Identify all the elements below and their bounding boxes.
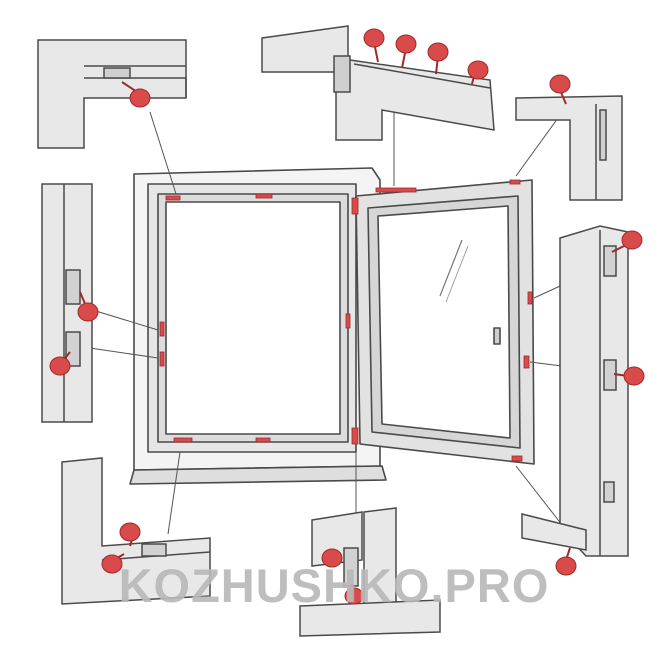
striker-icon bbox=[599, 109, 607, 161]
open-sash-glass bbox=[377, 205, 511, 439]
detail-top-left-corner bbox=[37, 39, 187, 149]
hinge-icon bbox=[333, 55, 351, 93]
striker-icon bbox=[159, 351, 165, 367]
glass-reflection bbox=[439, 239, 463, 297]
striker-icon bbox=[255, 193, 273, 199]
hinge-icon bbox=[103, 67, 131, 79]
detail-right-side bbox=[521, 225, 629, 557]
locking-pin-icon bbox=[527, 291, 533, 305]
locking-pin-icon bbox=[467, 60, 489, 80]
locking-pin-icon bbox=[395, 34, 417, 54]
locking-pin-icon bbox=[119, 522, 141, 542]
locking-pin-icon bbox=[101, 554, 123, 574]
striker-icon bbox=[165, 195, 181, 201]
locking-pin-icon bbox=[129, 88, 151, 108]
locking-pin-icon bbox=[623, 366, 645, 386]
striker-icon bbox=[255, 437, 271, 443]
locking-pin-icon bbox=[555, 556, 577, 576]
detail-bottom-center bbox=[299, 507, 441, 637]
striker-icon bbox=[375, 187, 417, 193]
detail-pins bbox=[49, 28, 645, 605]
locking-pin-icon bbox=[523, 355, 530, 369]
glass-reflection-2 bbox=[445, 245, 469, 303]
locking-pin-icon bbox=[549, 74, 571, 94]
locking-pin-icon bbox=[77, 302, 99, 322]
locking-pin-icon bbox=[49, 356, 71, 376]
detail-top-center bbox=[261, 25, 495, 141]
central-fittings bbox=[159, 179, 533, 462]
hinge-icon bbox=[65, 331, 81, 367]
locking-pin-icon bbox=[509, 179, 521, 185]
striker-icon bbox=[159, 321, 165, 337]
locking-pin-icon bbox=[511, 455, 523, 462]
watermark: KOZHUSHKO.PRO bbox=[118, 559, 550, 612]
locking-pin-icon bbox=[603, 245, 617, 277]
hinge-icon bbox=[141, 543, 167, 557]
detail-top-right-corner bbox=[515, 95, 623, 201]
striker-icon bbox=[345, 313, 351, 329]
locking-pin-icon bbox=[321, 548, 343, 568]
locking-pin-icon bbox=[344, 587, 364, 605]
striker-icon bbox=[173, 437, 193, 443]
left-glass bbox=[165, 201, 341, 435]
hinge-icon bbox=[351, 427, 359, 445]
locking-pin-icon bbox=[363, 28, 385, 48]
locking-pin-icon bbox=[603, 481, 615, 503]
sash-handle bbox=[493, 327, 501, 345]
hinge-icon bbox=[65, 269, 81, 305]
locking-pin-icon bbox=[621, 230, 643, 250]
window-sill bbox=[129, 465, 387, 485]
hinge-icon bbox=[351, 197, 359, 215]
locking-pin-icon bbox=[427, 42, 449, 62]
central-window bbox=[129, 167, 535, 485]
